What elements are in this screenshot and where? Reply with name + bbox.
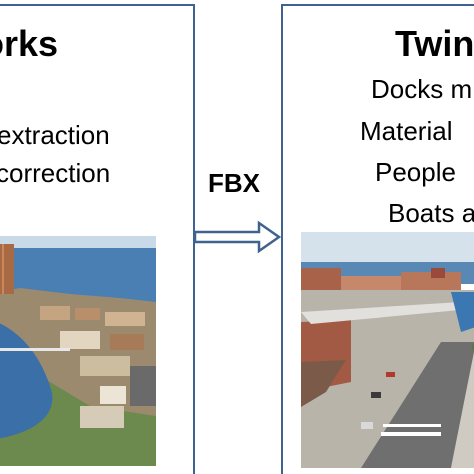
right-panel-title: Twin — [395, 23, 474, 64]
left-panel-line-extraction: extraction — [0, 120, 110, 150]
left-panel-line-correction: correction — [0, 158, 111, 188]
right-panel-line-docks: Docks m — [371, 74, 473, 104]
city-aerial-render — [0, 236, 156, 466]
right-arrow-icon — [193, 220, 281, 254]
city-aerial-render-graphic — [0, 236, 156, 466]
right-panel-line-people: People — [375, 157, 456, 187]
left-panel: orks extraction correction — [0, 4, 195, 474]
right-panel-line-material: Material — [360, 116, 453, 146]
harbor-street-render — [301, 232, 474, 468]
left-panel-title: orks — [0, 23, 59, 64]
right-panel: Twin Docks m Material People Boats a — [281, 4, 474, 474]
fbx-label: FBX — [208, 168, 260, 198]
harbor-street-render-graphic — [301, 232, 474, 468]
right-panel-line-boats: Boats a — [388, 198, 474, 228]
